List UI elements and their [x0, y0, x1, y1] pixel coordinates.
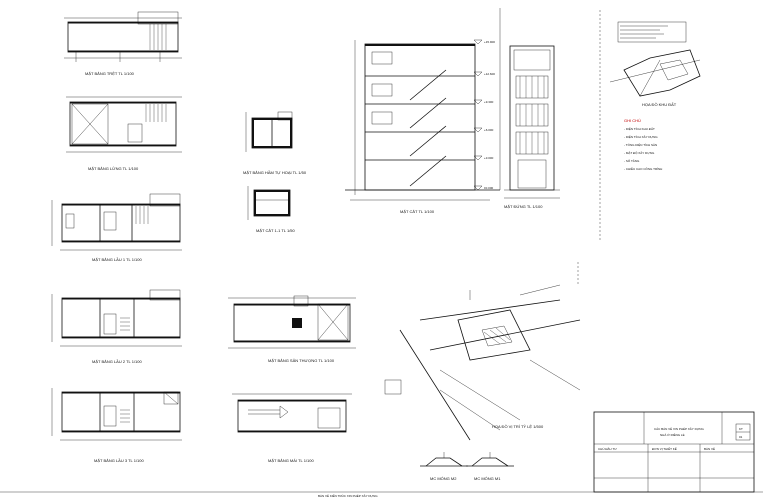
plan-terrace-title: MẶT BẰNG SÂN THƯỢNG TL 1/100 [268, 358, 335, 363]
plan-roof: MẶT BẰNG MÁI TL 1/100 [232, 393, 352, 463]
plan-floor-2: MẶT BẰNG LẦU 2 TL 1/100 [51, 289, 182, 364]
septic-tank-section: MẶT CẮT 1-1 TL 1/50 [247, 186, 296, 233]
title-sheet-no: KT [739, 427, 743, 431]
plan-mezzanine: MẶT BẰNG LỬNG TL 1/100 [66, 96, 182, 171]
lot-plan-title: HỌA ĐỒ KHU ĐẤT [642, 102, 677, 107]
foundation-m2-title: MC MÓNG M2 [430, 476, 457, 481]
note-line: - SỐ TẦNG [624, 158, 640, 163]
level-marker [473, 127, 483, 133]
notes-heading: GHI CHÚ [624, 118, 641, 123]
level-label: +12.600 [484, 72, 495, 76]
level-marker [473, 71, 483, 77]
level-label: ±0.000 [484, 186, 493, 190]
notes-list: - DIỆN TÍCH KHU ĐẤT - DIỆN TÍCH XÂY DỰNG -… [624, 126, 662, 171]
foundation-m1-title: MC MÓNG M1 [474, 476, 501, 481]
level-marker [473, 39, 483, 45]
septic-tank-plan-title: MẶT BẰNG HẦM TỰ HOẠI TL 1/50 [243, 170, 307, 175]
septic-tank-plan: MẶT BẰNG HẦM TỰ HOẠI TL 1/50 [243, 111, 307, 175]
level-marker [473, 155, 483, 161]
title-sheet-label: BẢN VẼ [704, 446, 715, 451]
building-elevation: MẶT ĐỨNG TL 1/100 [504, 45, 560, 209]
note-line: - MẬT ĐỘ XÂY DỰNG [624, 150, 655, 155]
notes-block: GHI CHÚ - DIỆN TÍCH KHU ĐẤT - DIỆN TÍCH X… [624, 118, 662, 171]
title-block: CÁC BẢN VẼ XIN PHÉP XÂY DỰNG NHÀ Ở RIÊNG… [593, 411, 755, 493]
level-label: +9.300 [484, 100, 494, 104]
elevation-levels: +15.900 +12.600 +9.300 +6.000 +3.000 ±0.000 [473, 39, 495, 191]
level-label: +6.000 [484, 128, 494, 132]
foundation-m2: MC MÓNG M2 [420, 452, 468, 481]
site-location-plan-title: HỌA ĐỒ VỊ TRÍ TỶ LỆ 1/500 [492, 424, 544, 429]
building-section: MẶT CẮT TL 1/100 [345, 8, 501, 214]
level-label: +15.900 [484, 40, 495, 44]
title-sheet-index: 01 [739, 435, 743, 439]
title-subtitle: NHÀ Ở RIÊNG LẺ [660, 432, 685, 437]
plan-floor-1: MẶT BẰNG LẦU 1 TL 1/100 [51, 193, 182, 262]
lot-plan: HỌA ĐỒ KHU ĐẤT [609, 21, 701, 107]
plan-floor-2-title: MẶT BẰNG LẦU 2 TL 1/100 [92, 359, 143, 364]
building-section-title: MẶT CẮT TL 1/100 [400, 209, 435, 214]
plan-mezzanine-title: MẶT BẰNG LỬNG TL 1/100 [88, 166, 139, 171]
plan-terrace: MẶT BẰNG SÂN THƯỢNG TL 1/100 [228, 295, 356, 363]
plan-ground-title: MẶT BẰNG TRỆT TL 1/100 [85, 71, 135, 76]
building-elevation-title: MẶT ĐỨNG TL 1/100 [504, 204, 543, 209]
note-line: - TỔNG DIỆN TÍCH SÀN [624, 142, 657, 147]
plan-floor-3: MẶT BẰNG LẦU 3 TL 1/100 [51, 388, 182, 463]
title-owner-label: CHỦ ĐẦU TƯ [598, 446, 617, 451]
footer-note: BẢN VẼ KIẾN TRÚC XIN PHÉP XÂY DỰNG [318, 493, 378, 498]
note-line: - DIỆN TÍCH KHU ĐẤT [624, 126, 655, 131]
plan-floor-3-title: MẶT BẰNG LẦU 3 TL 1/100 [94, 458, 145, 463]
level-label: +3.000 [484, 156, 494, 160]
title-designer-label: ĐƠN VỊ THIẾT KẾ [652, 446, 677, 451]
note-line: - DIỆN TÍCH XÂY DỰNG [624, 134, 658, 139]
septic-tank-section-title: MẶT CẮT 1-1 TL 1/50 [256, 228, 296, 233]
title-project: CÁC BẢN VẼ XIN PHÉP XÂY DỰNG [654, 426, 704, 431]
plan-ground-floor: MẶT BẰNG TRỆT TL 1/100 [64, 11, 182, 76]
note-line: - CHIỀU CAO CÔNG TRÌNH [624, 166, 662, 171]
level-marker [473, 185, 483, 191]
level-marker [473, 99, 483, 105]
plan-roof-title: MẶT BẰNG MÁI TL 1/100 [268, 458, 314, 463]
foundation-m1: MC MÓNG M1 [466, 452, 514, 481]
plan-floor-1-title: MẶT BẰNG LẦU 1 TL 1/100 [92, 257, 143, 262]
site-location-plan: HỌA ĐỒ VỊ TRÍ TỶ LỆ 1/500 [384, 284, 581, 441]
